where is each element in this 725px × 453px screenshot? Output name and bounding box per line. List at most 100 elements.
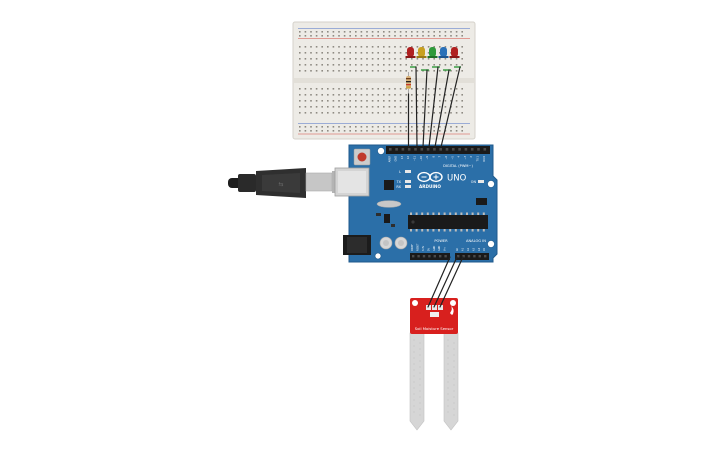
power-pin[interactable] bbox=[412, 255, 415, 258]
terminal-hole-top bbox=[416, 70, 419, 72]
terminal-hole-bottom bbox=[304, 94, 307, 96]
digital-pin[interactable] bbox=[458, 148, 461, 151]
terminal-hole-top bbox=[444, 46, 447, 48]
terminal-hole-top bbox=[405, 58, 407, 60]
terminal-hole-top bbox=[332, 64, 335, 66]
analog-pin[interactable] bbox=[457, 255, 460, 258]
digital-pin-label: GND bbox=[395, 156, 398, 162]
terminal-hole-bottom bbox=[349, 88, 351, 90]
terminal-hole-top bbox=[377, 64, 379, 66]
terminal-hole-bottom bbox=[450, 94, 452, 96]
wire-led-5 bbox=[440, 66, 461, 148]
terminal-hole-bottom bbox=[394, 88, 396, 90]
analog-pin[interactable] bbox=[484, 255, 487, 258]
terminal-hole-top bbox=[461, 70, 463, 72]
led-red-1 bbox=[405, 47, 416, 58]
terminal-hole-bottom bbox=[405, 106, 407, 108]
terminal-hole-top bbox=[399, 70, 402, 72]
crystal bbox=[376, 200, 402, 208]
terminal-hole-top bbox=[338, 58, 340, 60]
power-pin[interactable] bbox=[422, 255, 426, 258]
sensor-prong-right bbox=[443, 332, 459, 431]
terminal-hole-bottom bbox=[360, 94, 363, 96]
terminal-hole-bottom bbox=[349, 112, 351, 114]
led-rx-label: RX bbox=[396, 185, 401, 189]
terminal-hole-bottom bbox=[315, 112, 318, 114]
terminal-hole-bottom bbox=[355, 88, 357, 90]
terminal-hole-bottom bbox=[321, 88, 323, 90]
analog-pin[interactable] bbox=[478, 255, 481, 258]
terminal-hole-bottom bbox=[343, 106, 346, 108]
terminal-hole-bottom bbox=[444, 94, 447, 96]
rail-hole-top bbox=[360, 35, 363, 37]
digital-pin[interactable] bbox=[464, 148, 468, 151]
rail-hole-bottom bbox=[310, 126, 312, 128]
digital-pin[interactable] bbox=[483, 148, 487, 151]
terminal-hole-top bbox=[327, 46, 329, 48]
terminal-hole-bottom bbox=[461, 94, 463, 96]
analog-pin[interactable] bbox=[473, 255, 476, 258]
rail-hole-top bbox=[388, 31, 391, 33]
terminal-hole-bottom bbox=[383, 88, 385, 90]
svg-text:⇆: ⇆ bbox=[278, 181, 283, 188]
terminal-hole-bottom bbox=[310, 112, 312, 114]
analog-pin[interactable] bbox=[467, 255, 471, 258]
power-pin-label: Vin bbox=[444, 247, 447, 251]
terminal-hole-bottom bbox=[299, 94, 301, 96]
terminal-hole-bottom bbox=[355, 112, 357, 114]
rail-hole-top bbox=[332, 35, 335, 37]
terminal-hole-top bbox=[327, 52, 329, 54]
power-pin[interactable] bbox=[433, 255, 436, 258]
digital-pin[interactable] bbox=[433, 148, 436, 151]
terminal-hole-top bbox=[355, 46, 357, 48]
digital-pin[interactable] bbox=[452, 148, 455, 151]
power-pin[interactable] bbox=[444, 255, 447, 258]
terminal-hole-bottom bbox=[343, 100, 346, 102]
reset-button-icon[interactable] bbox=[353, 148, 371, 166]
terminal-hole-top bbox=[321, 46, 323, 48]
usb-cable-icon: ⇆ bbox=[228, 168, 335, 198]
terminal-hole-top bbox=[343, 46, 346, 48]
digital-pin[interactable] bbox=[445, 148, 449, 151]
led-array bbox=[405, 47, 461, 94]
rail-hole-top bbox=[366, 31, 368, 33]
digital-pin[interactable] bbox=[389, 148, 392, 151]
terminal-hole-top bbox=[394, 64, 396, 66]
digital-pin[interactable] bbox=[401, 148, 405, 151]
power-pin[interactable] bbox=[428, 255, 431, 258]
terminal-hole-top bbox=[327, 70, 329, 72]
terminal-hole-bottom bbox=[455, 106, 458, 108]
rail-hole-bottom bbox=[461, 126, 463, 128]
terminal-hole-top bbox=[332, 70, 335, 72]
rail-hole-top bbox=[371, 35, 374, 37]
terminal-hole-top bbox=[349, 70, 351, 72]
terminal-hole-bottom bbox=[315, 106, 318, 108]
digital-pin[interactable] bbox=[477, 148, 480, 151]
rail-hole-top bbox=[315, 35, 318, 37]
terminal-hole-top bbox=[444, 58, 447, 60]
digital-pin[interactable] bbox=[420, 148, 424, 151]
power-pin[interactable] bbox=[417, 255, 420, 258]
rail-hole-bottom bbox=[360, 126, 363, 128]
digital-pin[interactable] bbox=[407, 148, 411, 151]
terminal-hole-top bbox=[427, 52, 430, 54]
terminal-hole-top bbox=[405, 46, 407, 48]
rail-hole-bottom bbox=[411, 130, 413, 132]
analog-pin[interactable] bbox=[462, 255, 465, 258]
digital-pin-label: ~3 bbox=[464, 156, 467, 160]
terminal-hole-bottom bbox=[427, 106, 430, 108]
terminal-hole-top bbox=[444, 64, 447, 66]
terminal-hole-top bbox=[338, 52, 340, 54]
digital-pin[interactable] bbox=[426, 148, 430, 151]
rail-hole-top bbox=[411, 31, 413, 33]
resistor bbox=[406, 72, 411, 94]
power-pin[interactable] bbox=[439, 255, 442, 258]
digital-pin[interactable] bbox=[414, 148, 417, 151]
digital-pin[interactable] bbox=[439, 148, 442, 151]
rail-hole-top bbox=[321, 35, 323, 37]
terminal-hole-bottom bbox=[321, 106, 323, 108]
rail-hole-bottom bbox=[338, 130, 340, 132]
digital-pin[interactable] bbox=[470, 148, 474, 151]
digital-pin[interactable] bbox=[395, 148, 398, 151]
rail-hole-bottom bbox=[450, 126, 452, 128]
